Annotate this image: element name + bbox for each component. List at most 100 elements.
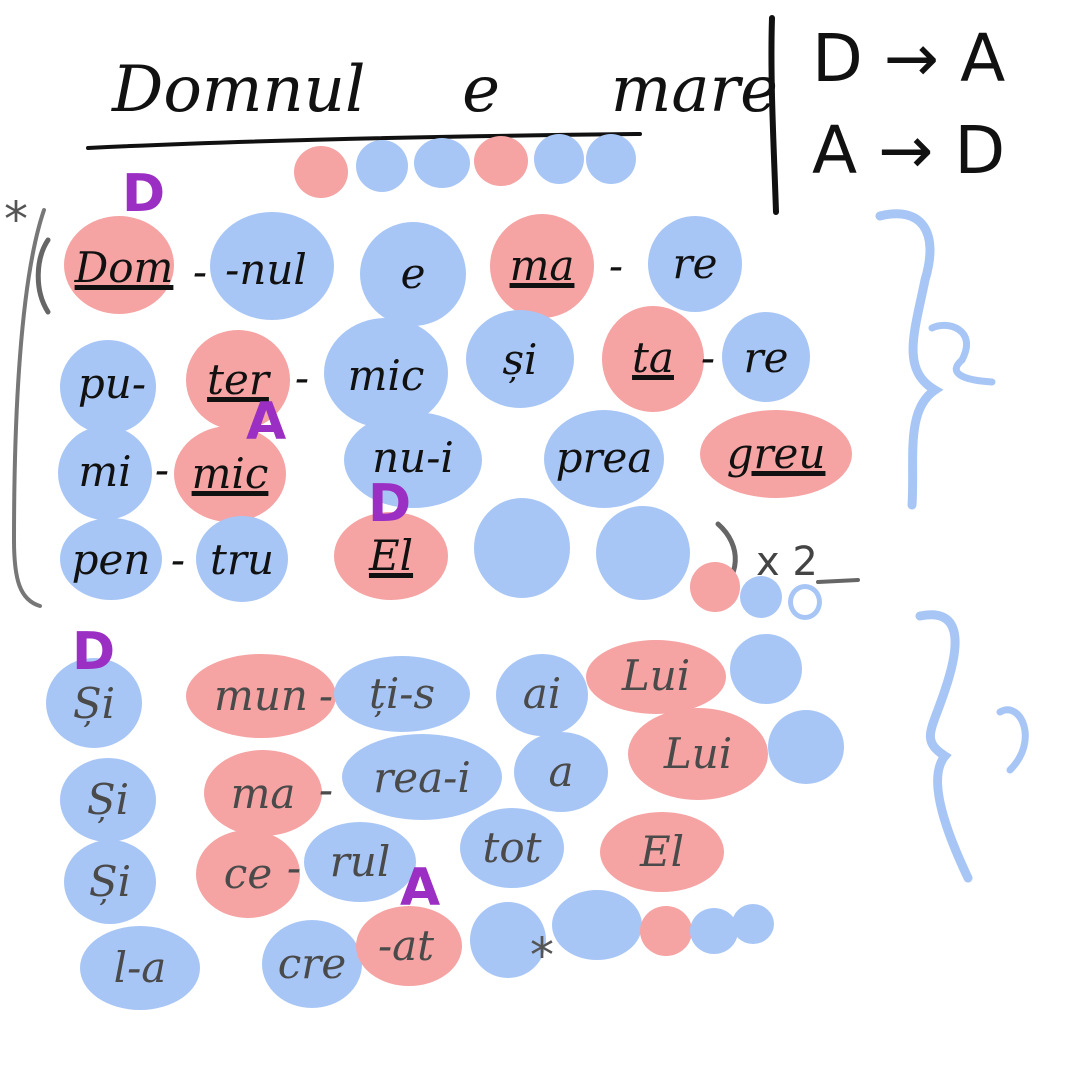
- pattern-dot: [474, 136, 528, 186]
- syllable: Dom: [74, 243, 174, 292]
- syllable: rul: [329, 837, 391, 886]
- syllable: re: [672, 239, 718, 288]
- syllable-blob: [552, 890, 642, 960]
- syllable: Lui: [663, 729, 733, 778]
- repeat-dot: [740, 576, 782, 618]
- hyphen: -: [294, 353, 310, 402]
- syllable-blob: [334, 512, 448, 600]
- brace-s: [915, 610, 973, 883]
- syllable-blob: [544, 410, 664, 508]
- syllable-blob: [80, 926, 200, 1010]
- title: Domnul e mare: [112, 58, 778, 122]
- syllable: re: [743, 333, 789, 382]
- syllable-blob: [730, 634, 802, 704]
- syllable-blob: [60, 340, 156, 434]
- syllable-blob: [46, 658, 142, 748]
- syllable-blob: [204, 750, 322, 836]
- syllable-blob: [324, 318, 448, 428]
- syllable: mun: [214, 671, 308, 720]
- syllable: -at: [377, 921, 435, 970]
- syllable-blob: [334, 656, 470, 732]
- syllable-blob: [628, 708, 768, 800]
- syllable: tru: [209, 535, 274, 584]
- syllable: Și: [72, 679, 116, 728]
- syllable-blob: [196, 830, 300, 918]
- s-mark: [996, 706, 1029, 774]
- syllable-blob: [470, 902, 546, 978]
- syllable-blob: [196, 516, 288, 602]
- syllable-blob: [596, 506, 690, 600]
- star-mark: *: [4, 192, 28, 248]
- repeat-dash: [816, 578, 860, 584]
- syllable-blob: [186, 654, 336, 738]
- legend-line-1: D → A: [812, 20, 1006, 97]
- syllable: pen: [71, 535, 151, 584]
- syllable: Și: [86, 775, 130, 824]
- syllable: ma: [230, 769, 296, 818]
- stress-marker-d: D: [368, 474, 412, 534]
- stress-marker-a: A: [246, 392, 287, 452]
- hyphen: -: [608, 241, 624, 290]
- syllable-blob: [602, 306, 704, 412]
- syllable-blob: [586, 640, 726, 714]
- hyphen: -: [192, 247, 208, 296]
- syllable-blob: [304, 822, 416, 902]
- star-mark: *: [530, 928, 554, 984]
- syllable: ai: [522, 669, 562, 718]
- syllable-blob: [262, 920, 362, 1008]
- hyphen: -: [154, 445, 170, 494]
- syllable-blob: [344, 412, 482, 508]
- syllable: pu-: [77, 359, 147, 408]
- syllable-blob: [60, 758, 156, 842]
- syllable: prea: [555, 433, 653, 482]
- syllable-blob: [342, 734, 502, 820]
- hyphen: -: [170, 535, 186, 584]
- title-word-3: mare: [610, 53, 778, 127]
- syllable: Și: [88, 857, 132, 906]
- syllable: greu: [726, 429, 826, 478]
- syllable-blob: [60, 518, 162, 600]
- repeat-label: x 2: [756, 539, 818, 585]
- hyphen: -: [700, 333, 716, 382]
- syllable-blob: [58, 426, 152, 520]
- stress-marker-d: D: [122, 164, 166, 224]
- syllable: ce: [223, 849, 273, 898]
- syllable-blob: [64, 840, 156, 924]
- r-mark: [928, 321, 996, 386]
- verse-left-bracket: [11, 208, 46, 608]
- syllable: El: [368, 531, 414, 580]
- repeat-dot: [690, 562, 740, 612]
- syllable: rea-i: [373, 753, 471, 802]
- pattern-dot: [356, 140, 408, 192]
- syllable: și: [502, 335, 538, 384]
- syllable: e: [400, 249, 426, 298]
- syllable: Lui: [621, 651, 691, 700]
- pattern-dot: [586, 134, 636, 184]
- syllable-blob: [700, 410, 852, 498]
- syllable-blob: [732, 904, 774, 944]
- syllable-blob: [174, 426, 286, 522]
- syllable-blob: [186, 330, 290, 430]
- syllable-blob: [496, 654, 588, 736]
- syllable-blob: [460, 808, 564, 888]
- repeat-dot: [788, 584, 822, 620]
- syllable-blob: [768, 710, 844, 784]
- syllable: ți-s: [368, 669, 436, 718]
- syllable-blob: [64, 216, 174, 314]
- syllable-blob: [474, 498, 570, 598]
- syllable: tot: [482, 823, 542, 872]
- syllable: El: [639, 827, 685, 876]
- syllable: mi: [78, 447, 132, 496]
- syllable: a: [548, 747, 574, 796]
- verse-inner-paren: [35, 237, 51, 315]
- pattern-dot: [534, 134, 584, 184]
- syllable: ter: [207, 355, 269, 404]
- syllable: cre: [277, 939, 347, 988]
- pattern-dot: [414, 138, 470, 188]
- stress-marker-a: A: [400, 858, 441, 918]
- title-word-1: Domnul: [112, 53, 366, 127]
- hyphen: -: [286, 843, 302, 892]
- syllable-blob: [356, 906, 462, 986]
- syllable: mic: [191, 449, 269, 498]
